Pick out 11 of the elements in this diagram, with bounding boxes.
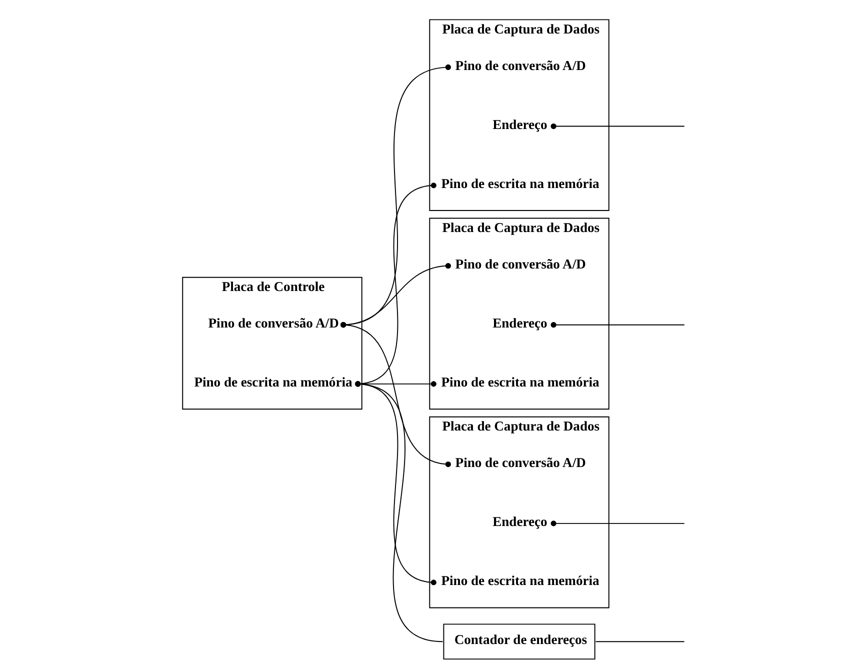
node-text: Pino de conversão A/D [208,315,339,330]
node-text: Pino de escrita na memória [194,374,352,390]
node-text: Pino de escrita na memória [441,176,600,191]
node-text: Pino de conversão A/D [455,256,586,272]
node-text: Endereço [492,514,548,530]
node-text: Pino de escrita na memória [441,573,600,588]
node-text: Endereço [492,116,548,132]
node-text: Endereço [492,315,548,330]
node-text: Pino de conversão A/D [455,58,586,73]
node-text: Pino de escrita na memória [441,374,600,390]
node-text: Pino de conversão A/D [455,454,586,470]
